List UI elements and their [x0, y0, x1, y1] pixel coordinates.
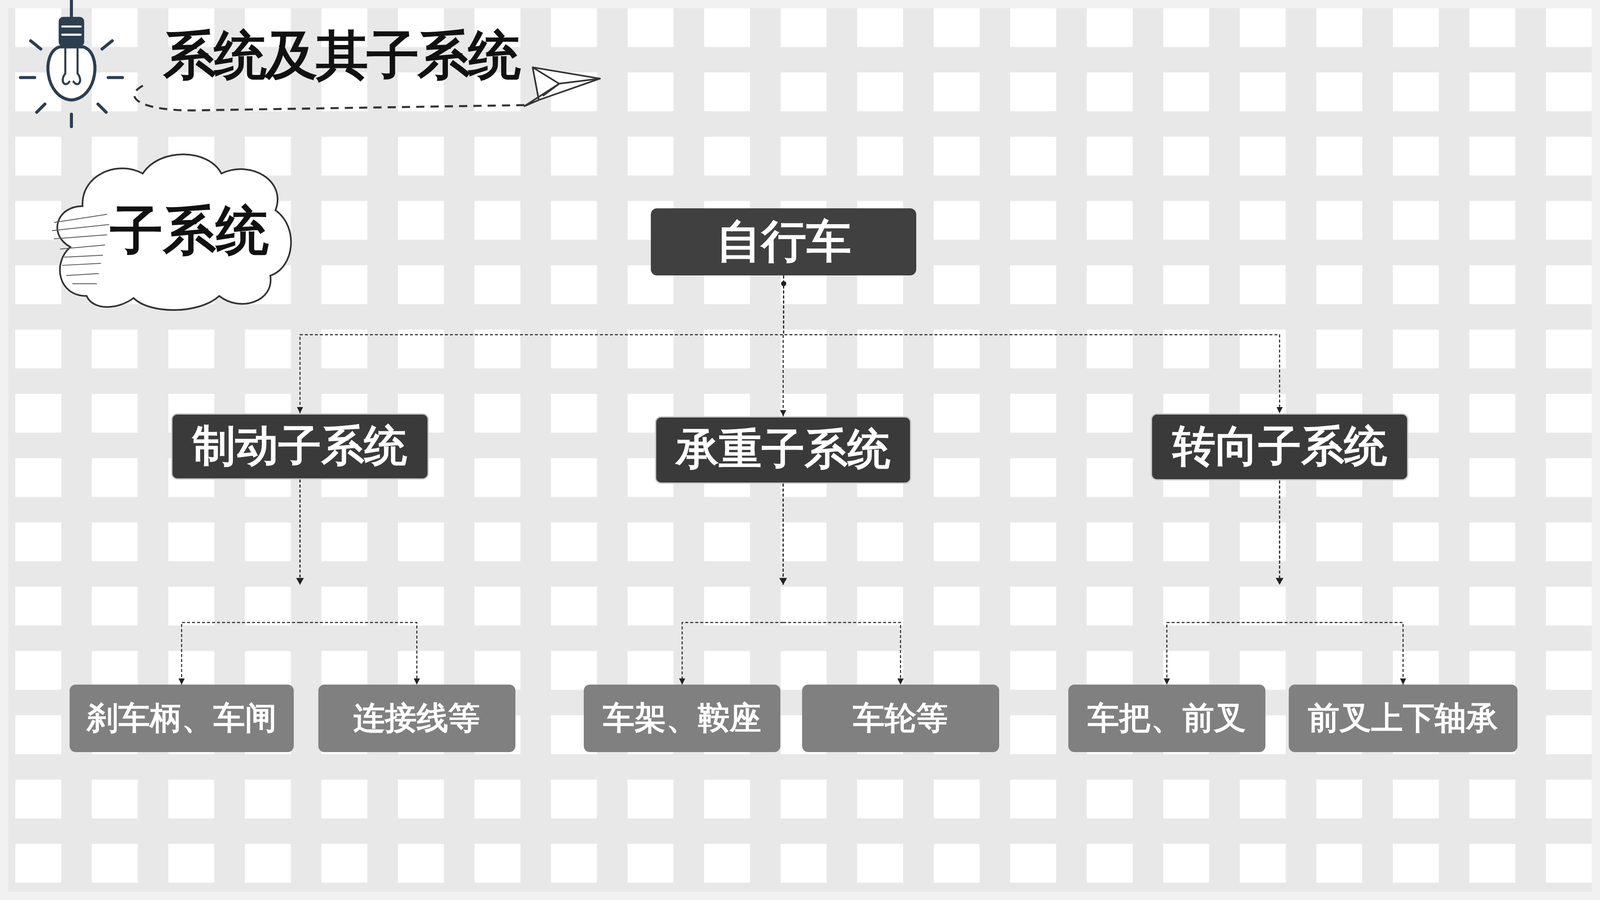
node-label: 刹车柄、车闸: [86, 697, 277, 740]
node-label: 前叉上下轴承: [1307, 697, 1498, 740]
hierarchy-connector: [1275, 480, 1403, 685]
system-box: 自行车: [650, 208, 917, 276]
hierarchy-connector: [682, 483, 787, 685]
subsystem-box: 转向子系统: [1150, 413, 1408, 481]
component-box: 车轮等: [802, 684, 1000, 753]
component-box: 连接线等: [318, 684, 516, 753]
paper-plane: [524, 67, 600, 107]
lightbulb-icon: [20, 0, 123, 127]
hierarchy-connector: [779, 483, 901, 685]
hierarchy-connector: [300, 275, 787, 414]
component-box: 车把、前叉: [1068, 684, 1266, 753]
node-label: 子系统: [110, 195, 269, 268]
hierarchy-connector: [181, 479, 304, 685]
node-label: 车把、前叉: [1087, 697, 1246, 740]
node-label: 转向子系统: [1172, 417, 1388, 476]
component-box: 前叉上下轴承: [1288, 684, 1518, 753]
node-label: 自行车: [716, 211, 852, 273]
node-label: 车轮等: [852, 697, 948, 740]
node-label: 车架、鞍座: [602, 697, 762, 740]
subsystem-box: 承重子系统: [655, 416, 912, 484]
slide-title: 系统及其子系统: [163, 20, 520, 92]
node-label: 连接线等: [353, 697, 480, 740]
hierarchy-connector: [781, 275, 1280, 414]
component-box: 刹车柄、车闸: [69, 684, 295, 753]
component-box: 车架、鞍座: [583, 684, 781, 753]
subsystem-box: 制动子系统: [171, 413, 429, 480]
cloud-label: 子系统: [45, 142, 296, 312]
dashed-trail: [134, 85, 526, 111]
node-label: 承重子系统: [675, 420, 891, 479]
node-label: 制动子系统: [192, 417, 408, 476]
hierarchy-connector: [296, 479, 417, 685]
hierarchy-connector: [1166, 480, 1284, 685]
